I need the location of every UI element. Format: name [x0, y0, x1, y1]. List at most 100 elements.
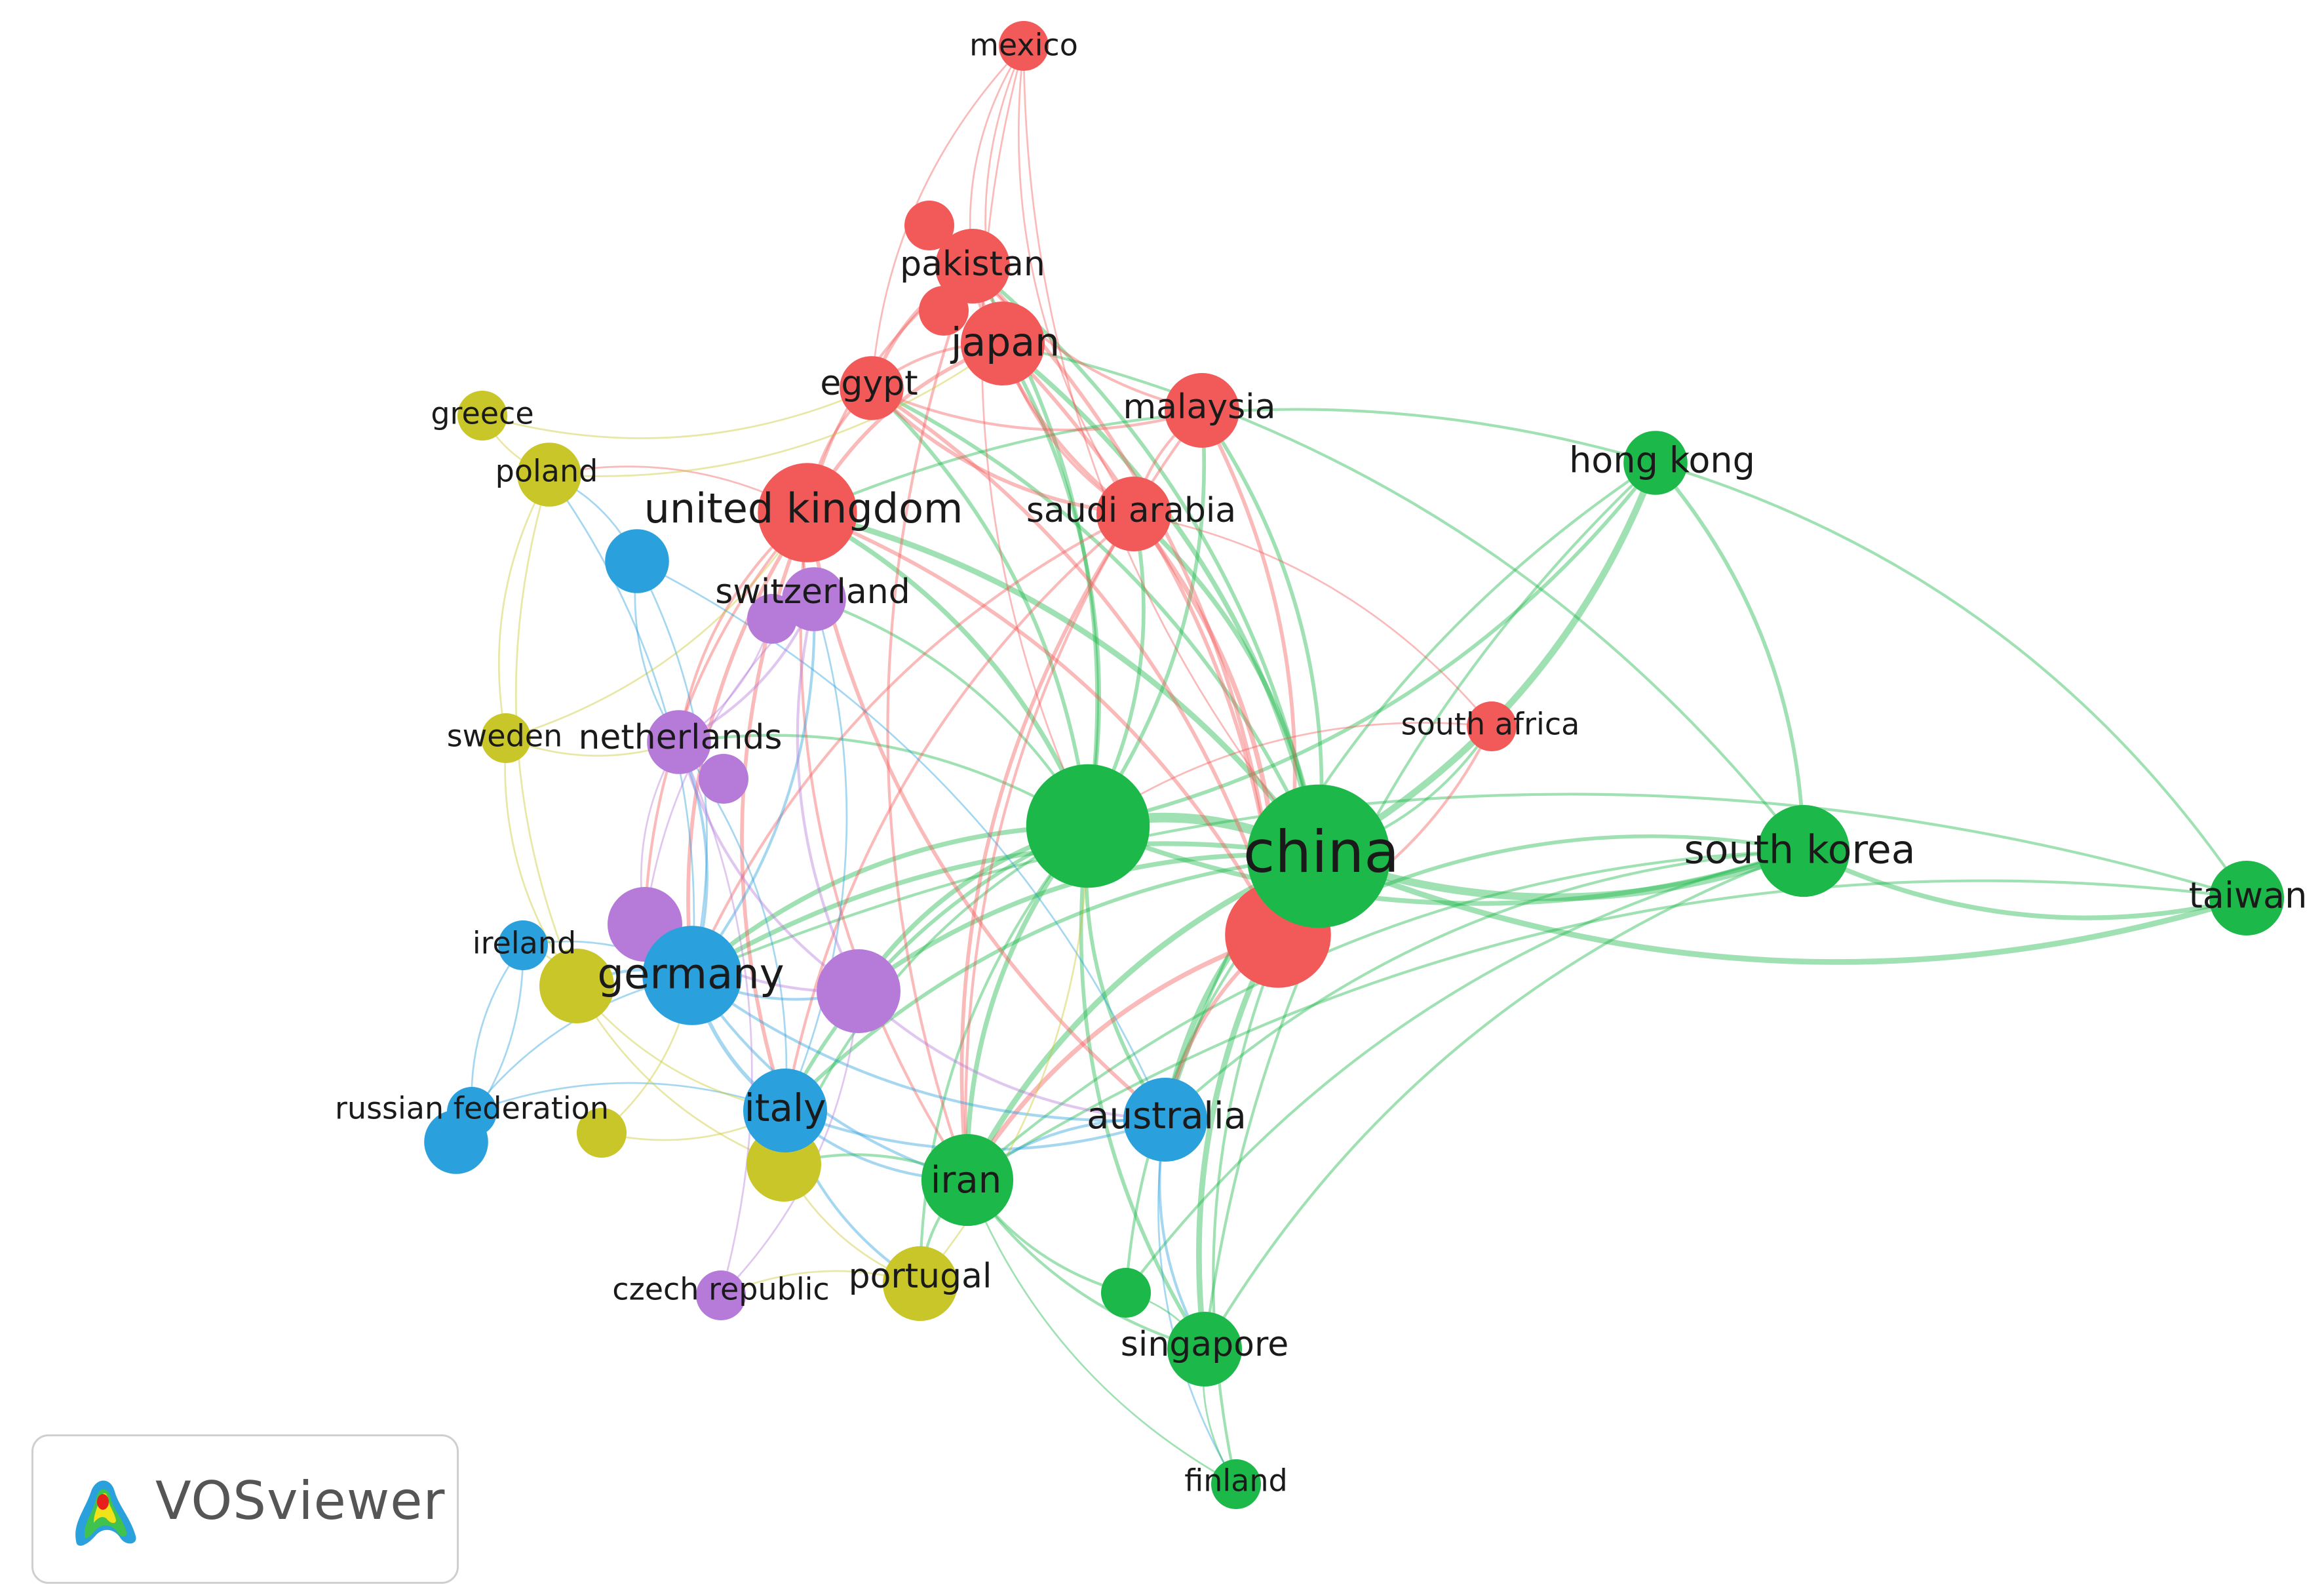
node-taiwan[interactable] — [2209, 861, 2284, 935]
link-mexico-green_large — [980, 45, 1089, 827]
link-green_large-egypt — [870, 386, 1090, 828]
label-finland: finland — [1184, 1463, 1287, 1499]
label-mexico: mexico — [969, 28, 1078, 63]
label-china: china — [1243, 818, 1399, 886]
link-south_korea-green_small — [1124, 849, 1806, 1295]
link-czech_republic-netherlands — [678, 741, 753, 1297]
label-pakistan: pakistan — [900, 245, 1045, 284]
link-south_korea-japan — [1001, 342, 1806, 853]
link-poland-sweden — [497, 473, 551, 739]
label-germany: germany — [597, 951, 784, 999]
label-south-africa: south africa — [1401, 707, 1580, 742]
link-green_large-japan — [1001, 342, 1102, 828]
node-yellow-a[interactable] — [539, 949, 614, 1023]
label-ireland: ireland — [473, 926, 576, 961]
node-germany[interactable] — [642, 926, 742, 1025]
link-china-hong_kong — [1315, 459, 1659, 860]
node-mexico[interactable] — [999, 21, 1049, 71]
node-iran[interactable] — [921, 1133, 1014, 1227]
label-singapore: singapore — [1121, 1325, 1288, 1364]
link-south_korea-singapore — [1203, 849, 1806, 1351]
link-red_large-iran — [965, 932, 1281, 1183]
link-sweden-united_kingdom — [505, 511, 809, 739]
link-green_large-germany — [689, 823, 1091, 978]
node-purple-b[interactable] — [699, 754, 748, 804]
node-singapore[interactable] — [1167, 1312, 1242, 1386]
link-taiwan-hong_kong — [1654, 461, 2249, 900]
link-green_large-malaysia — [1086, 408, 1207, 828]
node-pakistan[interactable] — [935, 229, 1010, 304]
link-hong_kong-australia — [1163, 461, 1657, 1122]
node-sweden[interactable] — [481, 713, 531, 763]
link-saudi_arabia-iran — [959, 512, 1136, 1182]
node-netherlands[interactable] — [647, 710, 711, 774]
link-red_large-egypt — [870, 386, 1280, 937]
node-red-small-a[interactable] — [904, 201, 954, 250]
link-italy-switzerland — [784, 598, 848, 1112]
label-portugal: portugal — [849, 1257, 992, 1296]
label-switzerland: switzerland — [715, 572, 910, 612]
link-pakistan-iran — [886, 264, 975, 1182]
link-switzerland-purple_d — [796, 597, 861, 993]
label-italy: italy — [745, 1086, 826, 1130]
node-poland[interactable] — [517, 442, 581, 507]
label-japan: japan — [950, 320, 1060, 366]
node-china[interactable] — [1247, 784, 1391, 928]
node-hong-kong[interactable] — [1623, 431, 1688, 495]
node-green-small[interactable] — [1101, 1268, 1151, 1318]
link-greece-egypt — [481, 387, 873, 439]
label-malaysia: malaysia — [1123, 387, 1275, 427]
link-mexico-japan — [984, 45, 1025, 345]
link-china-pakistan — [971, 264, 1321, 858]
link-china-united_kingdom — [804, 509, 1322, 859]
link-china-germany — [689, 841, 1321, 978]
link-iran-finland — [966, 1179, 1237, 1485]
node-south-africa[interactable] — [1467, 701, 1517, 751]
label-taiwan: taiwan — [2189, 875, 2308, 916]
node-blue-small-a[interactable] — [605, 529, 669, 593]
network-nodes — [424, 21, 2284, 1509]
link-taiwan-iran — [965, 879, 2249, 1182]
link-south_korea-taiwan — [1801, 848, 2249, 920]
node-australia[interactable] — [1123, 1078, 1207, 1162]
node-yellow-c[interactable] — [577, 1108, 627, 1158]
node-ireland[interactable] — [498, 920, 548, 970]
node-italy[interactable] — [743, 1069, 827, 1152]
link-china-taiwan — [1315, 853, 2250, 965]
label-hong-kong: hong kong — [1569, 440, 1755, 481]
link-mexico-egypt — [870, 45, 1025, 389]
node-finland[interactable] — [1211, 1459, 1261, 1509]
node-malaysia[interactable] — [1165, 373, 1239, 448]
node-japan[interactable] — [961, 302, 1045, 385]
link-china-south_korea — [1315, 847, 1808, 901]
node-blue-small-b[interactable] — [424, 1110, 488, 1174]
link-south_korea-australia — [1163, 849, 1806, 1122]
link-purple_d-australia — [857, 989, 1167, 1122]
vosviewer-logo: VOSviewer — [31, 1434, 459, 1584]
node-portugal[interactable] — [883, 1246, 958, 1321]
node-greece[interactable] — [457, 391, 507, 441]
node-egypt[interactable] — [840, 356, 904, 420]
node-purple-d[interactable] — [817, 949, 901, 1033]
node-switzerland[interactable] — [782, 567, 846, 631]
link-china-japan — [1000, 341, 1321, 859]
link-red_large-united_kingdom — [805, 511, 1280, 937]
link-taiwan-germany — [690, 793, 2249, 977]
link-yellow_a-yellow_b — [575, 985, 785, 1166]
node-czech-republic[interactable] — [696, 1270, 746, 1320]
link-egypt-malaysia — [870, 386, 1204, 432]
link-south_korea-iran — [965, 849, 1806, 1182]
link-saudi_arabia-italy — [783, 512, 1136, 1112]
label-saudi-arabia: saudi arabia — [1026, 491, 1236, 530]
node-green-large[interactable] — [1026, 764, 1150, 888]
label-iran: iran — [931, 1159, 1001, 1202]
node-saudi-arabia[interactable] — [1096, 477, 1171, 551]
link-south_korea-hong_kong — [1654, 461, 1806, 853]
node-south-korea[interactable] — [1757, 804, 1850, 897]
label-united-kingdom: united kingdom — [644, 484, 963, 532]
vosviewer-heatmap-icon — [75, 1480, 136, 1546]
node-united-kingdom[interactable] — [758, 463, 857, 562]
link-poland-japan — [548, 342, 1004, 477]
